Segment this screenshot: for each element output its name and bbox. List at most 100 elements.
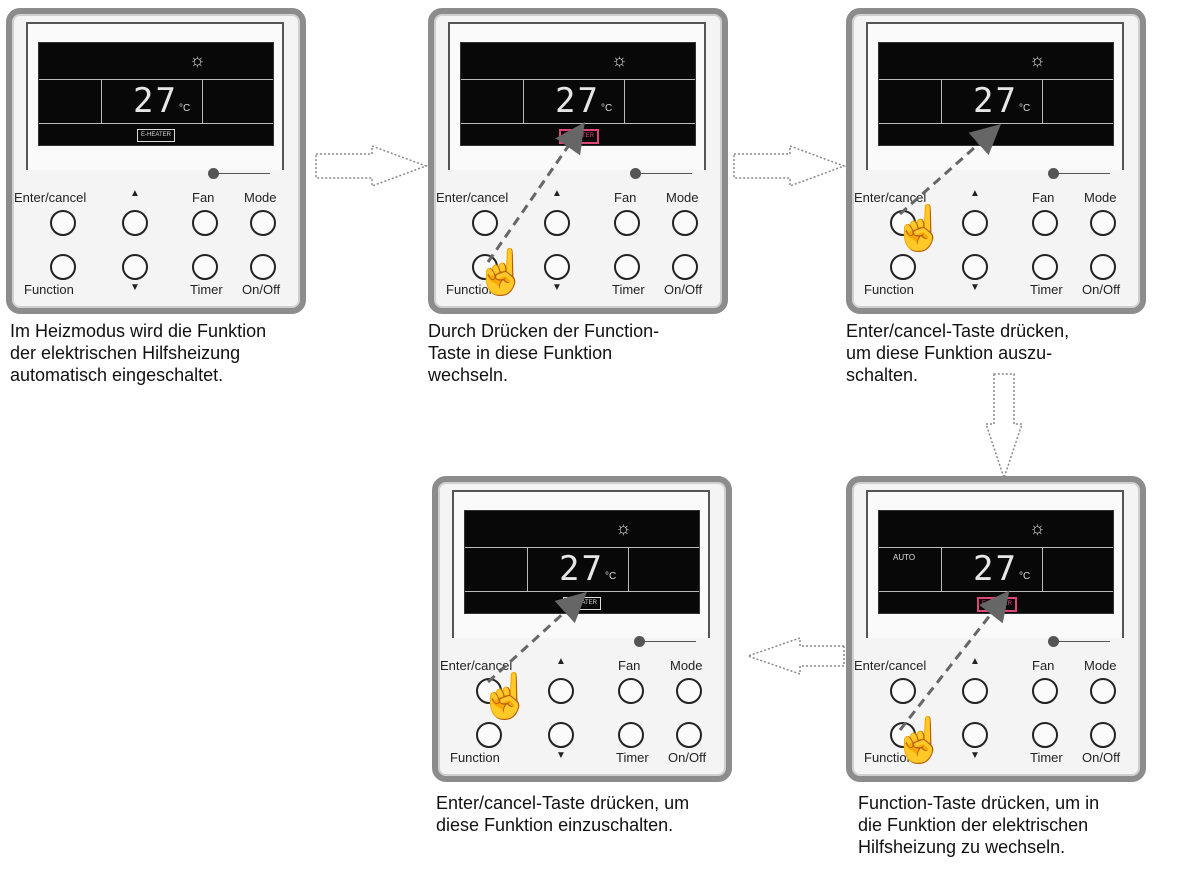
mode-button[interactable] — [1090, 210, 1116, 236]
up-button[interactable] — [122, 210, 148, 236]
up-button[interactable] — [962, 210, 988, 236]
fan-button[interactable] — [192, 210, 218, 236]
dashed-pointer-arrow — [898, 590, 1010, 731]
fan-label: Fan — [1032, 658, 1055, 673]
auto-indicator: AUTO — [893, 553, 916, 562]
mode-button[interactable] — [676, 678, 702, 704]
enter-cancel-label: Enter/cancel — [440, 658, 513, 673]
function-label: Function — [24, 282, 74, 297]
temperature-unit: °C — [605, 571, 617, 582]
temperature-readout: 27 — [973, 549, 1018, 589]
timer-button[interactable] — [1032, 722, 1058, 748]
indicator-dot — [630, 168, 641, 179]
pointing-hand-icon: ☝ — [474, 248, 529, 297]
timer-label: Timer — [616, 750, 649, 765]
temperature-unit: °C — [601, 103, 613, 114]
down-label: ▼ — [552, 282, 562, 293]
timer-label: Timer — [190, 282, 223, 297]
mode-label: Mode — [1084, 190, 1117, 205]
on-off-button[interactable] — [672, 254, 698, 280]
temperature-unit: °C — [1019, 571, 1031, 582]
temperature-readout: 27 — [133, 81, 178, 121]
down-label: ▼ — [556, 750, 566, 761]
mode-button[interactable] — [1090, 678, 1116, 704]
caption-step2: Durch Drücken der Function- Taste in die… — [428, 321, 660, 385]
timer-button[interactable] — [618, 722, 644, 748]
temperature-readout: 27 — [973, 81, 1018, 121]
fan-button[interactable] — [614, 210, 640, 236]
indicator-dot — [1048, 636, 1059, 647]
enter-cancel-button[interactable] — [50, 210, 76, 236]
mode-button[interactable] — [672, 210, 698, 236]
function-label: Function — [450, 750, 500, 765]
enter-cancel-label: Enter/cancel — [436, 190, 509, 205]
up-label: ▲ — [552, 188, 562, 199]
timer-button[interactable] — [1032, 254, 1058, 280]
pointing-hand-icon: ☝ — [478, 672, 533, 721]
temperature-unit: °C — [179, 103, 191, 114]
flow-arrow-right — [733, 144, 847, 188]
on-off-button[interactable] — [676, 722, 702, 748]
down-button[interactable] — [122, 254, 148, 280]
timer-label: Timer — [1030, 750, 1063, 765]
function-button[interactable] — [50, 254, 76, 280]
mode-button[interactable] — [250, 210, 276, 236]
mode-label: Mode — [244, 190, 277, 205]
enter-cancel-button[interactable] — [476, 678, 502, 704]
lcd-display: ☼ 27 °C E-HEATER — [38, 42, 274, 146]
function-button[interactable] — [476, 722, 502, 748]
up-label: ▲ — [970, 656, 980, 667]
up-label: ▲ — [130, 188, 140, 199]
indicator-dot — [208, 168, 219, 179]
function-button[interactable] — [890, 254, 916, 280]
on-off-label: On/Off — [664, 282, 703, 297]
on-off-label: On/Off — [1082, 282, 1121, 297]
mode-label: Mode — [670, 658, 703, 673]
indicator-dot — [634, 636, 645, 647]
function-label: Function — [446, 282, 496, 297]
dashed-pointer-arrow — [899, 124, 1001, 216]
timer-label: Timer — [612, 282, 645, 297]
display-frame: ☼ 27 °C E-HEATER — [26, 22, 284, 170]
down-label: ▼ — [970, 282, 980, 293]
down-button[interactable] — [962, 722, 988, 748]
dashed-pointer-arrow — [486, 591, 587, 684]
enter-cancel-button[interactable] — [890, 678, 916, 704]
up-button[interactable] — [962, 678, 988, 704]
caption-step4: Function-Taste drücken, um in die Funkti… — [858, 793, 1100, 857]
on-off-button[interactable] — [250, 254, 276, 280]
function-button[interactable] — [472, 254, 498, 280]
fan-label: Fan — [192, 190, 215, 205]
down-button[interactable] — [548, 722, 574, 748]
temperature-unit: °C — [1019, 103, 1031, 114]
enter-cancel-label: Enter/cancel — [14, 190, 87, 205]
sun-icon: ☼ — [1029, 50, 1046, 70]
remote-panel-4: ☼ AUTO 27 °C E-HEATER Enter/cancel ▲ Fan… — [846, 476, 1146, 782]
on-off-button[interactable] — [1090, 254, 1116, 280]
pointing-hand-icon: ☝ — [892, 716, 947, 765]
fan-button[interactable] — [1032, 210, 1058, 236]
function-label: Function — [864, 282, 914, 297]
fan-button[interactable] — [1032, 678, 1058, 704]
timer-button[interactable] — [192, 254, 218, 280]
sun-icon: ☼ — [189, 50, 206, 70]
down-label: ▼ — [130, 282, 140, 293]
caption-step5: Enter/cancel-Taste drücken, um diese Fun… — [436, 793, 690, 835]
up-button[interactable] — [548, 678, 574, 704]
function-label: Function — [864, 750, 914, 765]
on-off-label: On/Off — [242, 282, 281, 297]
up-button[interactable] — [544, 210, 570, 236]
eheater-indicator: E-HEATER — [137, 129, 175, 142]
on-off-button[interactable] — [1090, 722, 1116, 748]
fan-label: Fan — [1032, 190, 1055, 205]
enter-cancel-label: Enter/cancel — [854, 190, 927, 205]
remote-panel-5: ☼ 27 °C E-HEATER Enter/cancel ▲ Fan Mode… — [432, 476, 732, 782]
down-button[interactable] — [544, 254, 570, 280]
timer-button[interactable] — [614, 254, 640, 280]
temperature-readout: 27 — [555, 81, 600, 121]
fan-button[interactable] — [618, 678, 644, 704]
sun-icon: ☼ — [615, 518, 632, 538]
enter-cancel-button[interactable] — [472, 210, 498, 236]
flow-arrow-down — [984, 373, 1024, 481]
down-button[interactable] — [962, 254, 988, 280]
